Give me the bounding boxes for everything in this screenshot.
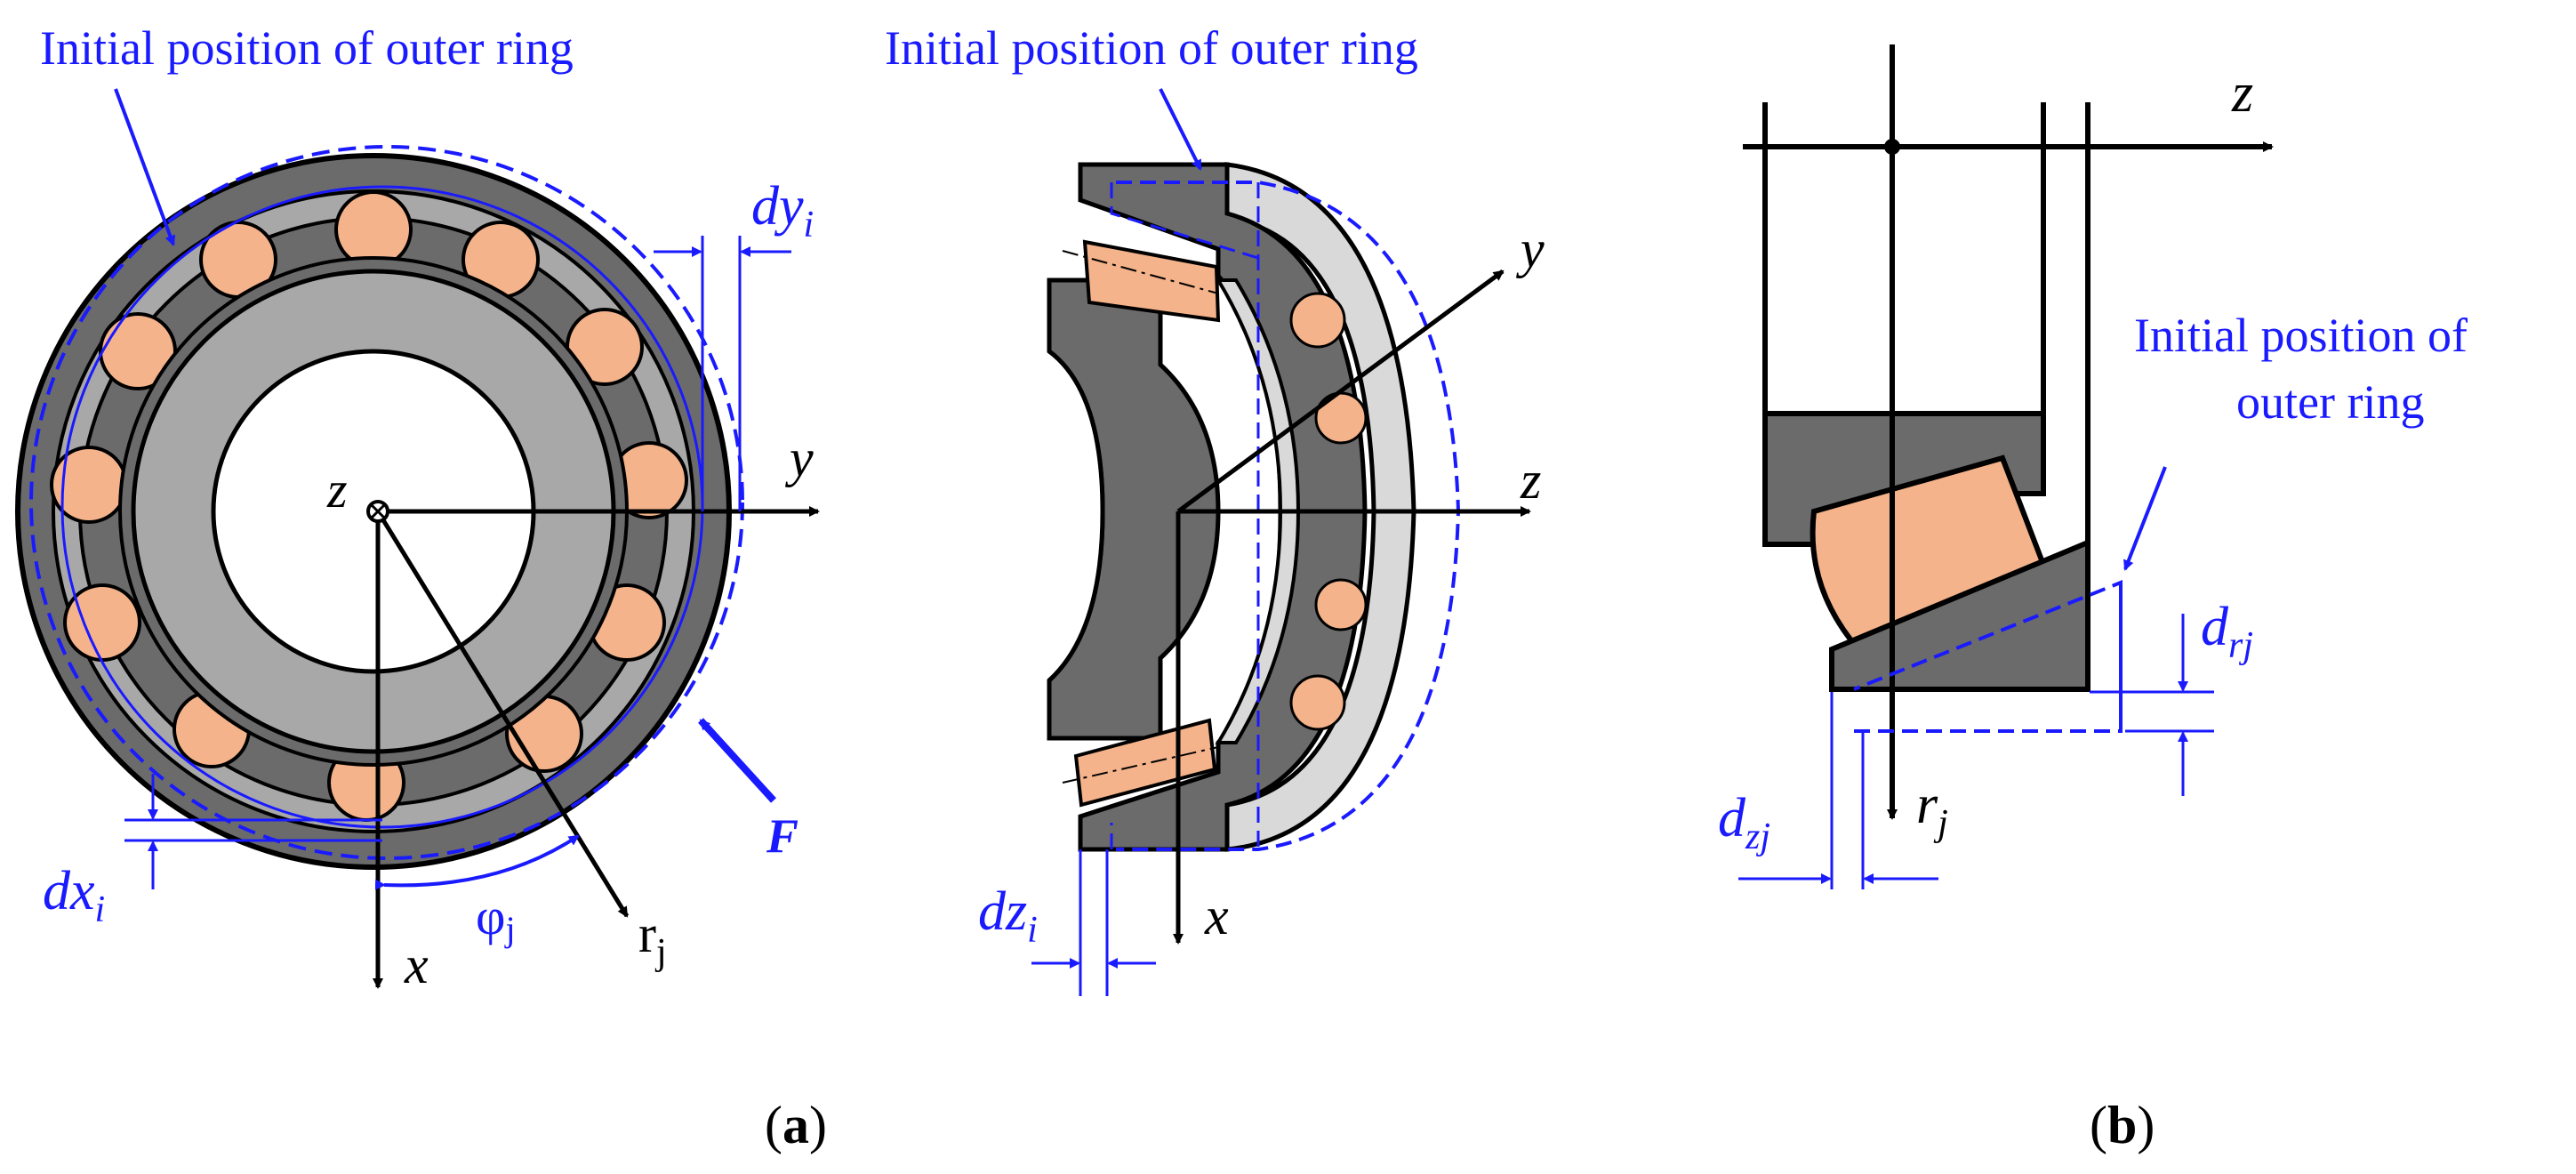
phi-label: φj bbox=[476, 888, 516, 949]
drj-label: drj bbox=[2201, 597, 2253, 666]
roller bbox=[1314, 578, 1368, 631]
x-label: x bbox=[404, 936, 429, 994]
phi-arc bbox=[374, 834, 580, 890]
rj-label-b: rj bbox=[1916, 775, 1948, 844]
roller bbox=[334, 190, 413, 269]
force-arrow bbox=[698, 718, 776, 803]
roller bbox=[1314, 391, 1368, 445]
a-left-title: Initial position of outer ring bbox=[40, 21, 574, 75]
leader-initial-ring-b bbox=[2123, 466, 2167, 571]
dz-label: dzi bbox=[978, 881, 1038, 951]
a-right-title: Initial position of outer ring bbox=[885, 21, 1418, 75]
z-label: z bbox=[326, 461, 348, 519]
roller-axis bbox=[1062, 250, 1219, 294]
caption-a: (a) bbox=[765, 1096, 827, 1154]
panel-b: z Initial position of outer ring drj dzj… bbox=[1718, 44, 2468, 889]
roller-top bbox=[1082, 239, 1221, 323]
y-axis-section bbox=[1176, 269, 1505, 514]
b-title-line2: outer ring bbox=[2236, 375, 2424, 429]
initial-outer-ring-dashed bbox=[29, 145, 744, 860]
bore-curve bbox=[1047, 350, 1105, 682]
roller-axis bbox=[1062, 746, 1219, 784]
panel-a-section-view: Initial position of outer ring y z x dzi bbox=[885, 21, 1545, 996]
leader-initial-ring-section bbox=[1159, 88, 1202, 171]
z-label-section: z bbox=[1520, 451, 1541, 510]
origin-cross bbox=[369, 503, 387, 520]
r-axis bbox=[375, 510, 630, 918]
dzj-label: dzj bbox=[1718, 788, 1770, 857]
y-label: y bbox=[784, 429, 814, 487]
x-label-section: x bbox=[1204, 887, 1229, 945]
dx-label: dxi bbox=[43, 861, 105, 930]
r-label: rj bbox=[638, 905, 667, 973]
leader-initial-ring bbox=[114, 88, 176, 246]
outer-ring-wedge bbox=[1829, 538, 2090, 692]
panel-a-front-view: Initial position of outer ring z y x dyi… bbox=[15, 21, 820, 994]
caption-b: (b) bbox=[2090, 1096, 2155, 1154]
roller bbox=[1289, 674, 1346, 731]
b-title-line1: Initial position of bbox=[2134, 309, 2468, 362]
y-label-section: y bbox=[1515, 220, 1545, 278]
initial-ring-dashed-lip bbox=[1110, 182, 1259, 260]
z-label-b: z bbox=[2231, 63, 2253, 124]
dy-label: dyi bbox=[751, 176, 814, 245]
F-label: F bbox=[766, 809, 798, 863]
roller bbox=[1289, 292, 1346, 349]
cage-section bbox=[1215, 278, 1301, 744]
